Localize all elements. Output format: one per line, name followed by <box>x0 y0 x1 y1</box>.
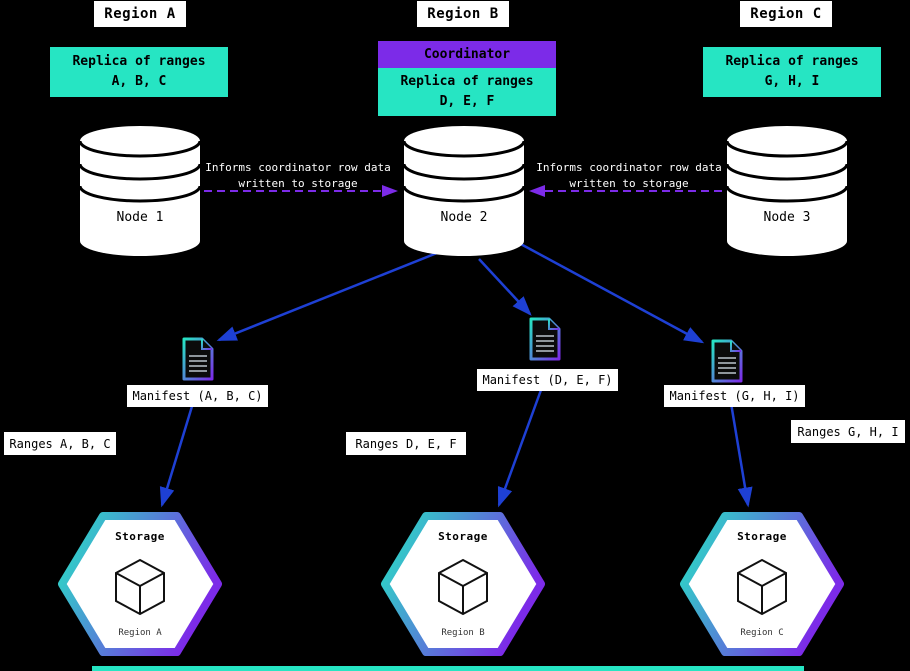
replica-a-line1: Replica of ranges <box>72 53 206 69</box>
storage-title: Storage <box>438 530 488 543</box>
file-icon <box>182 337 214 381</box>
informs-label-right-line2: written to storage <box>569 176 689 190</box>
storage-region-label: Region C <box>740 628 784 638</box>
manifest-label-b: Manifest (D, E, F) <box>477 369 618 391</box>
manifest-icon-c <box>709 339 745 384</box>
coordinator-box: Coordinator <box>378 41 556 68</box>
node-2-label: Node 2 <box>440 210 488 225</box>
database-icon <box>78 126 202 256</box>
replica-box-a: Replica of ranges A, B, C <box>50 47 228 97</box>
node-3-label: Node 3 <box>763 210 811 225</box>
arrow-manifest-b-to-storage-b <box>497 389 543 508</box>
node-2-database: Node 2 <box>402 124 526 258</box>
storage-region-label: Region A <box>118 628 162 638</box>
replica-box-c: Replica of ranges G, H, I <box>703 47 881 97</box>
arrow-node2-to-manifest-b <box>478 258 532 316</box>
replica-a-line2: A, B, C <box>111 74 167 89</box>
hexagon-shape <box>680 512 844 656</box>
arrow-manifest-c-to-storage-c <box>729 402 753 508</box>
node-1-label: Node 1 <box>116 210 164 225</box>
bottom-accent-bar <box>92 666 804 671</box>
ranges-label-b: Ranges D, E, F <box>346 432 466 455</box>
region-a-header: Region A <box>94 1 186 27</box>
node-1-database: Node 1 <box>78 124 202 258</box>
manifest-icon-a <box>180 337 216 382</box>
cube-icon <box>737 558 787 616</box>
arrow-node2-to-manifest-a <box>216 251 438 342</box>
storage-hexagon-a: Storage Region A <box>57 510 223 658</box>
arrow-manifest-a-to-storage-a <box>159 402 195 508</box>
arrow-node2-to-manifest-c <box>516 240 705 344</box>
manifest-label-c: Manifest (G, H, I) <box>664 385 805 407</box>
replica-c-line1: Replica of ranges <box>725 53 859 69</box>
storage-title: Storage <box>115 530 165 543</box>
file-icon <box>529 317 561 361</box>
storage-hexagon-c: Storage Region C <box>679 510 845 658</box>
region-b-header: Region B <box>417 1 509 27</box>
informs-label-left-line1: Informs coordinator row data <box>205 161 391 174</box>
informs-label-right: Informs coordinator row data written to … <box>534 160 724 192</box>
database-icon <box>725 126 849 256</box>
database-icon <box>402 126 526 256</box>
region-c-header: Region C <box>740 1 832 27</box>
replica-box-b: Replica of ranges D, E, F <box>378 68 556 116</box>
cube-icon <box>438 558 488 616</box>
ranges-label-a: Ranges A, B, C <box>4 432 116 455</box>
replica-c-line2: G, H, I <box>764 74 820 89</box>
manifest-label-a: Manifest (A, B, C) <box>127 385 268 407</box>
hexagon-shape <box>381 512 545 656</box>
hexagon-shape <box>58 512 222 656</box>
informs-label-left: Informs coordinator row data written to … <box>203 160 393 192</box>
manifest-icon-b <box>527 317 563 362</box>
storage-hexagon-b: Storage Region B <box>380 510 546 658</box>
node-3-database: Node 3 <box>725 124 849 258</box>
ranges-label-c: Ranges G, H, I <box>791 420 905 443</box>
informs-label-left-line2: written to storage <box>238 176 358 190</box>
cube-icon <box>115 558 165 616</box>
file-icon <box>711 339 743 383</box>
informs-label-right-line1: Informs coordinator row data <box>536 161 722 174</box>
storage-title: Storage <box>737 530 787 543</box>
replica-b-line1: Replica of ranges <box>400 73 534 89</box>
storage-region-label: Region B <box>441 628 485 638</box>
replica-b-line2: D, E, F <box>439 94 495 109</box>
